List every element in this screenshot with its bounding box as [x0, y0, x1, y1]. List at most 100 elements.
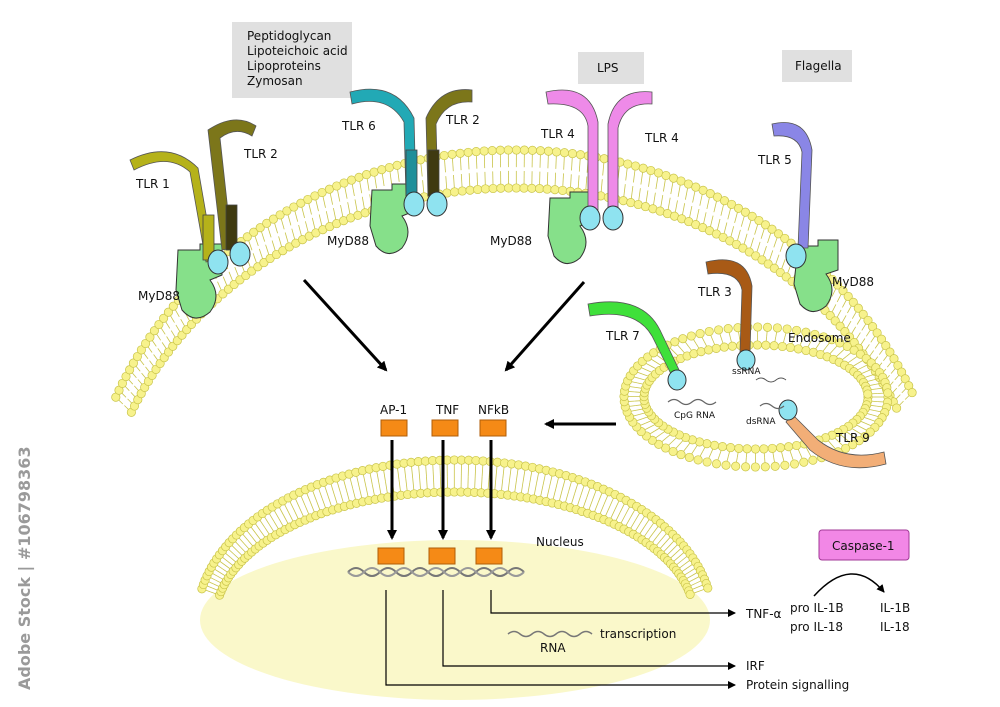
tir-domain	[736, 349, 756, 371]
lipid-head	[543, 146, 554, 156]
lipid-head	[519, 183, 529, 193]
lipid-head	[136, 345, 146, 355]
lipid-head	[463, 147, 473, 157]
lipid-head	[750, 462, 760, 472]
tlr2-receptor-b	[425, 89, 473, 197]
lipid-head	[145, 332, 155, 342]
lipid-head	[159, 313, 169, 323]
lipid-head	[723, 324, 733, 334]
lipid-head	[249, 227, 259, 237]
tir-domain	[579, 205, 601, 231]
lipid-head	[759, 444, 769, 454]
lipid-head	[638, 163, 648, 173]
lipid-head	[339, 178, 349, 188]
lipid-head	[670, 337, 680, 347]
label-ap1: AP-1	[380, 403, 407, 417]
lipid-head	[282, 206, 292, 216]
lipid-head	[782, 324, 792, 334]
lipid-head	[527, 183, 537, 193]
lipid-head	[599, 154, 609, 164]
lipid-head	[668, 446, 678, 457]
label-tlr4-a: TLR 4	[540, 127, 575, 141]
lipid-head	[827, 335, 837, 345]
lipid-head	[734, 443, 744, 453]
lipid-head	[889, 354, 899, 364]
label-tnf: TNF	[435, 403, 459, 417]
label-tlr9: TLR 9	[835, 431, 870, 445]
lipid-head	[646, 165, 656, 176]
ligand-zymosan: Zymosan	[247, 74, 303, 88]
lipid-head	[767, 224, 777, 234]
lipid-head	[684, 452, 694, 462]
tir-domain	[602, 205, 624, 231]
lipid-head	[702, 457, 712, 467]
lipid-head	[465, 185, 475, 195]
myd88-shape-2	[369, 183, 413, 254]
lipid-head	[868, 322, 878, 332]
lipid-head	[754, 215, 764, 226]
lipid-head	[721, 460, 731, 470]
label-irf: IRF	[746, 659, 765, 673]
lipid-head	[661, 170, 671, 181]
lipid-head	[487, 146, 497, 156]
lipid-head	[712, 192, 723, 202]
lipid-head	[303, 194, 313, 205]
lipid-head	[772, 323, 782, 333]
tlr2-tm-segment-b	[427, 149, 440, 197]
lipid-head	[777, 341, 787, 352]
lipid-head	[793, 344, 803, 354]
output-line-tnf-alpha	[490, 590, 736, 617]
lipid-head	[761, 340, 771, 350]
lipid-head	[750, 444, 761, 454]
ap1-box	[380, 419, 408, 437]
lipid-head	[907, 388, 917, 398]
lipid-head	[702, 439, 712, 449]
label-tlr3: TLR 3	[697, 285, 732, 299]
tlr6-tlr2-complex: TLR 6 TLR 2 MyD88	[327, 88, 480, 254]
lipid-head	[296, 198, 306, 208]
nucleus-body	[200, 540, 710, 700]
lipid-head	[384, 162, 394, 173]
lipid-head	[377, 165, 387, 175]
ligand-box-tlr2	[232, 22, 352, 98]
lipid-head	[719, 196, 730, 206]
ligand-peptidoglycan: Peptidoglycan	[247, 29, 331, 43]
lipid-head	[392, 160, 402, 170]
tir-domain	[426, 191, 448, 217]
lipid-head	[255, 223, 265, 233]
lipid-head	[717, 442, 728, 452]
lipid-head	[789, 459, 800, 469]
lipid-head	[704, 326, 714, 337]
lipid-head	[480, 184, 490, 194]
lipid-head	[262, 218, 272, 228]
lipid-head	[503, 145, 513, 155]
lipid-head	[654, 439, 664, 449]
lipid-head	[741, 462, 751, 472]
label-pro-il1b: pro IL-1B	[790, 601, 844, 615]
lipid-head	[792, 325, 802, 335]
lipid-head	[473, 184, 483, 195]
lipid-head	[885, 347, 895, 357]
lipid-head	[132, 351, 142, 362]
lipid-head	[542, 184, 552, 194]
label-transcription: transcription	[600, 627, 676, 641]
lipid-head	[496, 183, 506, 193]
ssrna-strand	[755, 377, 787, 383]
dna-strand	[347, 567, 525, 577]
lipid-head	[801, 345, 811, 356]
lipid-head	[711, 459, 722, 469]
label-myd88-1: MyD88	[138, 289, 180, 303]
ligand-box-lps	[578, 52, 644, 84]
lipid-head	[369, 167, 379, 177]
label-endosome: Endosome	[788, 331, 851, 345]
lipid-head	[704, 345, 714, 355]
label-tlr7: TLR 7	[605, 329, 640, 343]
lipid-head	[892, 403, 902, 413]
arrow-tlr1-to-factors	[302, 278, 388, 372]
lipid-head	[876, 334, 887, 344]
output-line-irf	[442, 590, 736, 670]
lipid-head	[623, 159, 633, 169]
lipid-head	[808, 455, 818, 465]
ligand-flagella: Flagella	[795, 59, 842, 73]
lipid-head	[842, 341, 852, 351]
